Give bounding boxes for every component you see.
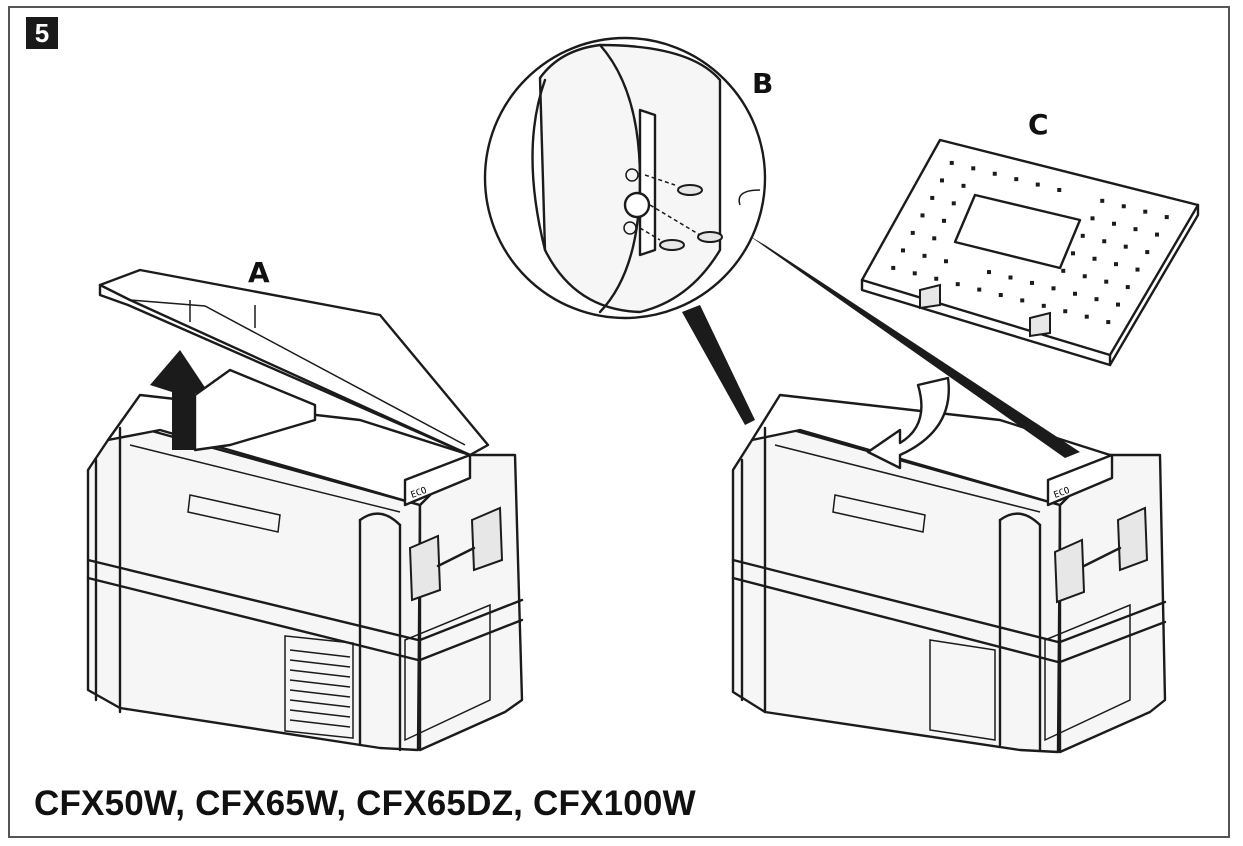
lid-dot (912, 271, 917, 276)
lid-dot (942, 218, 946, 223)
lid-dot (987, 270, 991, 275)
vent-grille-front (284, 635, 354, 739)
lid-dot (1061, 268, 1066, 273)
lid-dot (1030, 280, 1034, 285)
callout-b: B (752, 67, 774, 100)
lid-dot (1041, 303, 1046, 308)
lid-dot (1100, 198, 1105, 203)
lid-dot (1133, 227, 1138, 232)
lid-dot (1082, 274, 1087, 279)
lid-dot (1020, 298, 1025, 303)
vent-slat (289, 699, 351, 708)
fridge-lid-removed: ECO (731, 376, 1167, 754)
lid-dot (934, 276, 939, 281)
lid-dot (1090, 216, 1095, 221)
lid-dot (1164, 215, 1169, 220)
screw (659, 184, 723, 251)
lid-dot (1125, 285, 1130, 290)
lid-dot (977, 287, 982, 292)
lid-dot (955, 282, 960, 287)
vent-slat (289, 719, 351, 728)
lid-dot (1057, 188, 1062, 192)
lid-dot (1155, 232, 1159, 237)
callout-a: A (248, 256, 270, 289)
lid-dot (1123, 244, 1128, 249)
lid-dot (1073, 291, 1077, 296)
lid-perforation-dots (891, 160, 1169, 325)
lid-dot (992, 171, 997, 176)
lid-dot (1135, 267, 1140, 272)
lid-dot (1051, 286, 1056, 291)
lid-dot (940, 178, 944, 183)
lid-dot (1014, 177, 1019, 182)
lid-dot (1145, 250, 1150, 255)
lid-dot (1063, 309, 1068, 314)
vent-slat (289, 689, 351, 698)
lid-dot (1114, 262, 1118, 267)
models-caption: CFX50W, CFX65W, CFX65DZ, CFX100W (34, 784, 696, 823)
lid-dot (1092, 256, 1097, 261)
lid-dot (944, 259, 948, 264)
fridge-open-lid: ECO (86, 268, 524, 752)
vent-slat (289, 709, 351, 718)
hinge-detail-magnifier (483, 36, 767, 320)
lid-dot (1143, 209, 1148, 214)
vent-slat (289, 649, 351, 658)
lid-dot (891, 265, 896, 270)
lid-dot (949, 160, 954, 165)
lid-dot (1080, 233, 1085, 238)
zoom-connector-right (748, 235, 1080, 458)
lid-dot (1035, 182, 1040, 187)
lid-dot (1084, 314, 1089, 319)
removed-lid (860, 138, 1200, 367)
vent-slat (289, 669, 351, 678)
lid-dot (971, 166, 976, 171)
lid-dot (1116, 302, 1120, 307)
lid-dot (1104, 279, 1109, 284)
callout-c: C (1028, 108, 1049, 141)
lid-dot (1102, 239, 1107, 244)
step-number-badge: 5 (26, 17, 58, 49)
lid-dot (1094, 297, 1099, 302)
lid-dot (932, 236, 937, 241)
lid-dot (951, 201, 956, 206)
lid-dot (910, 230, 915, 235)
vent-slat (289, 679, 351, 688)
lid-dot (922, 253, 927, 258)
lid-dot (920, 213, 925, 218)
lid-dot (1071, 251, 1075, 256)
lid-dot (961, 183, 966, 188)
lid-dot (1121, 204, 1126, 209)
zoom-connector-left (682, 305, 755, 425)
lid-dot (901, 248, 905, 253)
lid-dot (930, 195, 935, 200)
lid-dot (1106, 320, 1111, 325)
vent-slat (289, 659, 351, 668)
lid-dot (1112, 221, 1116, 226)
lid-dot (998, 293, 1003, 297)
lid-dot (1008, 275, 1013, 280)
